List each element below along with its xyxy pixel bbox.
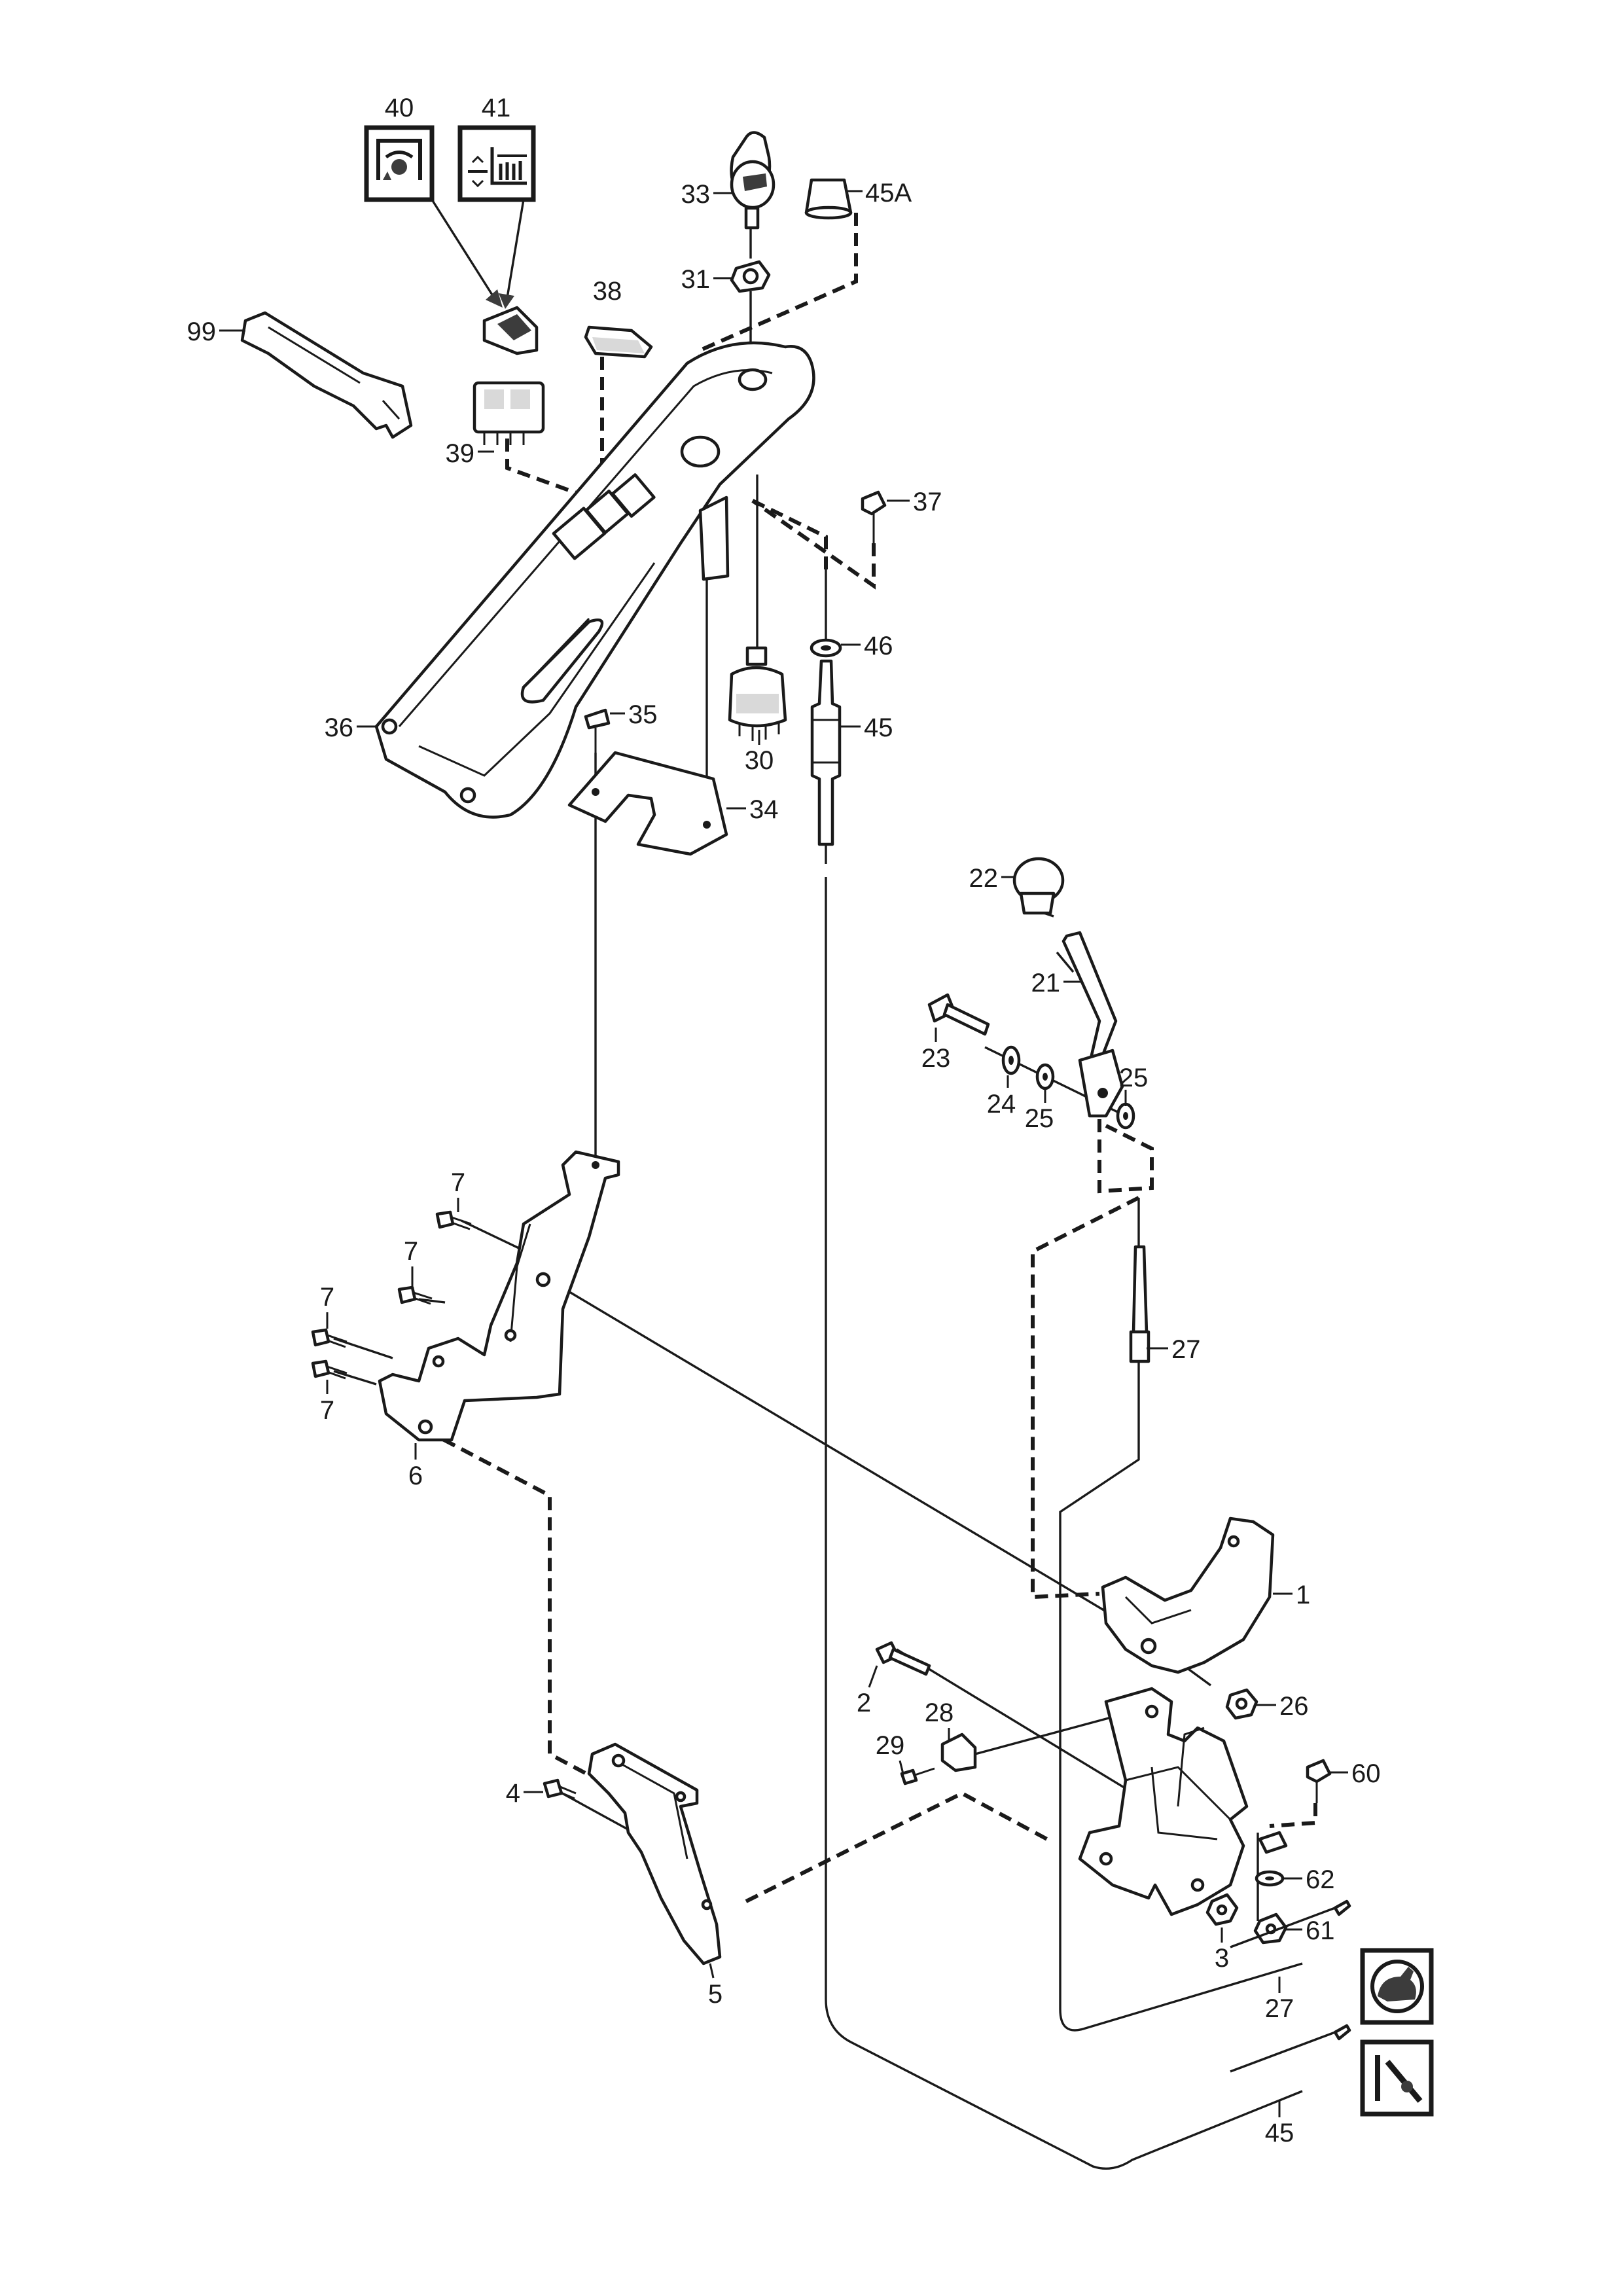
part-99-tool (240, 311, 413, 439)
part-36-console (374, 341, 815, 819)
callout-7-second: 7 (404, 1237, 418, 1266)
part-21-shift-lever (1061, 931, 1124, 1118)
callout-7-third: 7 (320, 1283, 334, 1312)
part-45a-knob (804, 178, 853, 220)
part-25-washer-a (1035, 1063, 1055, 1090)
cutting-height-decal-icon (468, 147, 527, 188)
part-30-ignition-switch (728, 646, 787, 741)
callout-27-upper: 27 (1171, 1335, 1201, 1364)
part-33-key (730, 131, 776, 230)
part-24-washer (1001, 1045, 1021, 1075)
callout-99: 99 (187, 317, 217, 346)
callout-60: 60 (1351, 1759, 1381, 1788)
callout-3: 3 (1215, 1944, 1229, 1973)
part-38-cap (584, 325, 653, 359)
part-23-bolt (927, 993, 990, 1036)
part-39-switch (473, 306, 545, 445)
callout-36: 36 (325, 713, 354, 742)
decal-41-cutting-height (457, 125, 536, 202)
callout-25-lower: 25 (1025, 1104, 1054, 1133)
callout-37: 37 (913, 488, 942, 516)
callout-labels: 40 41 33 45A 31 38 99 39 37 46 45 36 35 … (187, 94, 1381, 2147)
callout-6: 6 (408, 1462, 423, 1490)
part-27-cable-end (1129, 1245, 1150, 1363)
callout-35: 35 (628, 700, 658, 729)
part-60-screw (1306, 1759, 1332, 1803)
control-lever-icon (1375, 2055, 1423, 2103)
callout-27-lower: 27 (1265, 1994, 1294, 2023)
callout-1: 1 (1296, 1581, 1310, 1609)
callout-7-bottom: 7 (320, 1396, 334, 1425)
part-62-washer (1255, 1831, 1288, 1887)
part-45-cable-end (810, 659, 842, 846)
callout-45a: 45A (865, 179, 912, 207)
callout-2: 2 (857, 1689, 871, 1717)
callout-45: 45 (864, 713, 893, 742)
part-35-screw (584, 708, 611, 753)
callout-30: 30 (745, 746, 774, 775)
callout-24: 24 (987, 1090, 1016, 1119)
callout-7-top: 7 (451, 1168, 465, 1197)
callout-29: 29 (876, 1731, 905, 1760)
part-22-knob (1012, 857, 1065, 915)
part-7-bolt-d (311, 1359, 348, 1380)
callout-4: 4 (506, 1779, 520, 1808)
callout-40: 40 (385, 94, 414, 122)
part-27-cable-lower (1230, 1899, 1351, 1948)
part-37-screw (861, 490, 887, 543)
part-4-screw (543, 1778, 577, 1800)
callout-23: 23 (921, 1044, 951, 1073)
part-26-nut (1225, 1688, 1258, 1720)
callout-39: 39 (446, 439, 475, 468)
part-7-bolt-b (397, 1285, 433, 1305)
callout-41: 41 (482, 94, 511, 122)
speed-symbol-box (1360, 1948, 1434, 2025)
callout-46: 46 (864, 632, 893, 660)
part-3-nut (1205, 1893, 1239, 1926)
callout-26: 26 (1279, 1692, 1309, 1721)
part-34-plate (567, 751, 728, 856)
leader-lines (219, 190, 1348, 2117)
callout-31: 31 (681, 265, 711, 294)
callout-5: 5 (708, 1980, 722, 2009)
callout-61: 61 (1306, 1916, 1335, 1945)
callout-21: 21 (1031, 969, 1061, 997)
callout-34: 34 (749, 795, 779, 824)
part-31-nut (730, 260, 771, 293)
part-1-bracket (1101, 1516, 1275, 1674)
part-28-clamp (940, 1732, 977, 1772)
part-transmission-bracket (1078, 1687, 1249, 1916)
callout-62: 62 (1306, 1865, 1335, 1894)
part-5-bracket (587, 1742, 722, 1965)
lever-symbol-box (1360, 2039, 1434, 2117)
callout-25-upper: 25 (1119, 1064, 1149, 1092)
callout-28: 28 (925, 1698, 954, 1727)
callout-45-lower: 45 (1265, 2119, 1294, 2147)
part-46-washer (810, 638, 842, 658)
callout-38: 38 (593, 277, 622, 306)
part-7-bolt-a (435, 1210, 472, 1230)
part-7-bolt-c (311, 1328, 348, 1348)
part-6-bracket (378, 1150, 620, 1442)
callout-33: 33 (681, 180, 711, 209)
part-29-screw (900, 1767, 935, 1785)
callout-22: 22 (969, 864, 999, 893)
rotation-decal-icon (376, 139, 422, 180)
part-45-cable-lower (1230, 2024, 1351, 2073)
decal-40-rotation (364, 125, 435, 202)
speed-rabbit-icon (1370, 1960, 1424, 2013)
part-2-bolt (875, 1641, 931, 1676)
part-25-washer-b (1116, 1102, 1135, 1130)
